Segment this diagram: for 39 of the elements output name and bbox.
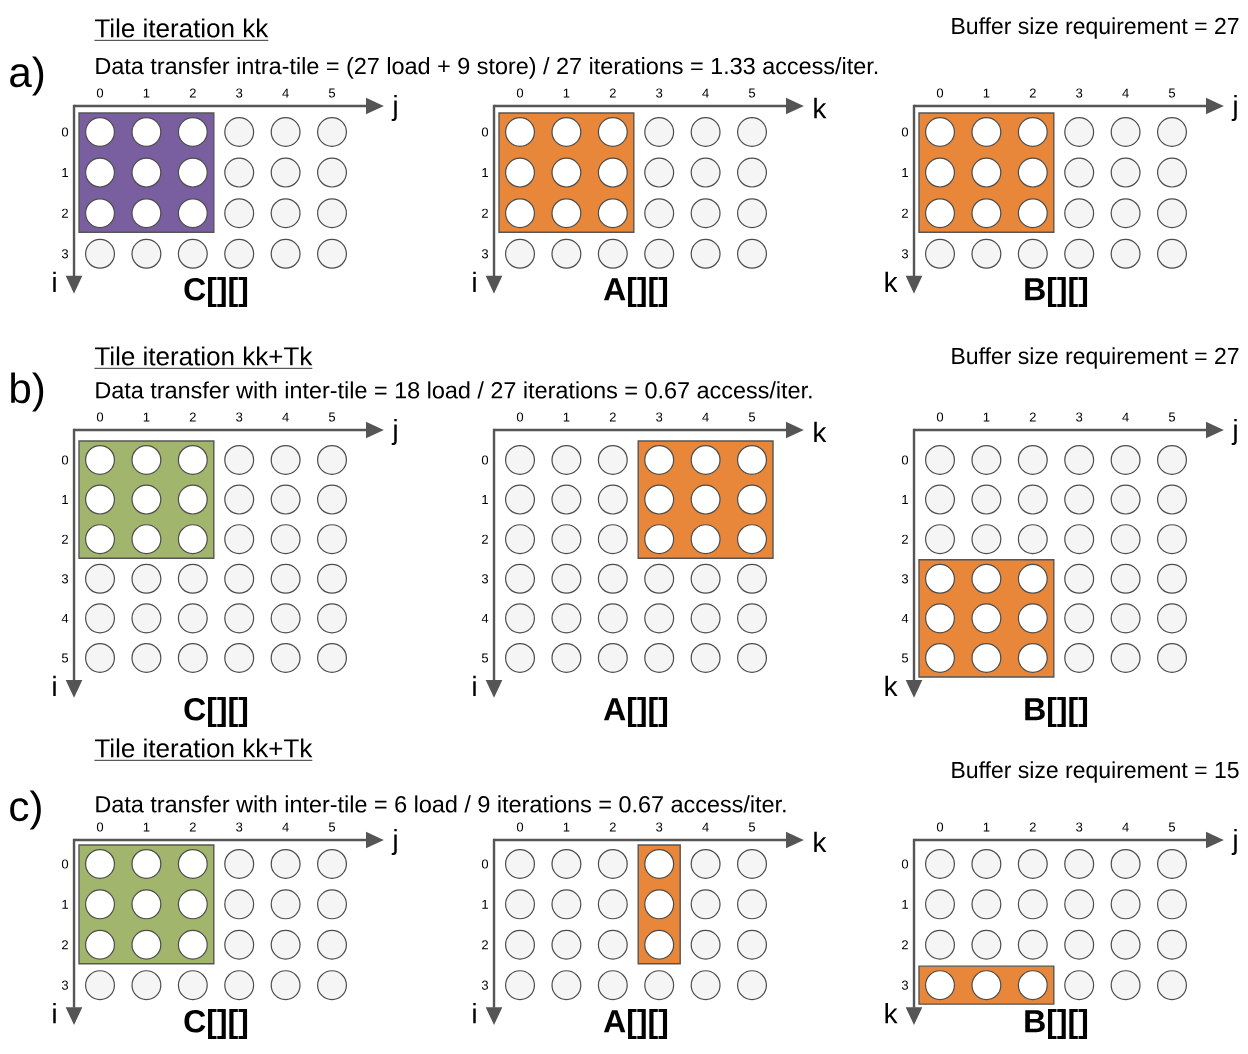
axis-label: j	[1231, 828, 1237, 855]
axis-label: i	[53, 271, 56, 292]
axis-label: j	[391, 94, 397, 121]
axis-label: i	[473, 675, 476, 697]
heading: Tile iteration kk+Tk	[94, 346, 313, 369]
array-name: B[][]	[1025, 277, 1088, 307]
axis-label: k	[814, 97, 827, 119]
buffer-size-note: Buffer size requirement = 27	[952, 17, 1239, 39]
axis-label: k	[885, 1003, 898, 1024]
data-transfer-note: Data transfer with inter-tile = 6 load / 9 iterations = 0.67 access/iter.	[96, 795, 786, 813]
array-name: A[][]	[603, 277, 668, 307]
buffer-size-note: Buffer size requirement = 15	[952, 761, 1239, 783]
axis-label: k	[814, 831, 827, 853]
axis-label: j	[391, 828, 397, 855]
axis-label: i	[473, 271, 476, 292]
array-name: B[][]	[1025, 697, 1088, 727]
axis-label: j	[391, 418, 397, 445]
panel-letter: b)	[11, 372, 44, 412]
axis-label: i	[53, 675, 56, 697]
axis-label: j	[1231, 418, 1237, 445]
panel-letter: c)	[10, 790, 41, 830]
array-name: A[][]	[603, 1009, 668, 1039]
array-name: B[][]	[1025, 1009, 1088, 1039]
buffer-size-note: Buffer size requirement = 27	[952, 347, 1239, 369]
array-name: A[][]	[603, 697, 668, 727]
axis-label: i	[53, 1003, 56, 1024]
data-transfer-note: Data transfer intra-tile = (27 load + 9 store) / 27 iterations = 1.33 access/iter.	[96, 57, 878, 79]
panel-letter: a)	[10, 56, 44, 96]
axis-label: j	[1231, 94, 1237, 121]
array-name: C[][]	[184, 1009, 248, 1039]
axis-label: k	[885, 271, 898, 292]
data-transfer-note: Data transfer with inter-tile = 18 load / 27 iterations = 0.67 access/iter.	[96, 381, 812, 399]
axis-label: k	[814, 421, 827, 443]
heading: Tile iteration kk	[94, 18, 269, 41]
axis-label: k	[885, 675, 898, 697]
array-name: C[][]	[184, 277, 248, 307]
array-name: C[][]	[184, 697, 248, 727]
axis-label: i	[473, 1003, 476, 1024]
heading: Tile iteration kk+Tk	[94, 738, 313, 761]
